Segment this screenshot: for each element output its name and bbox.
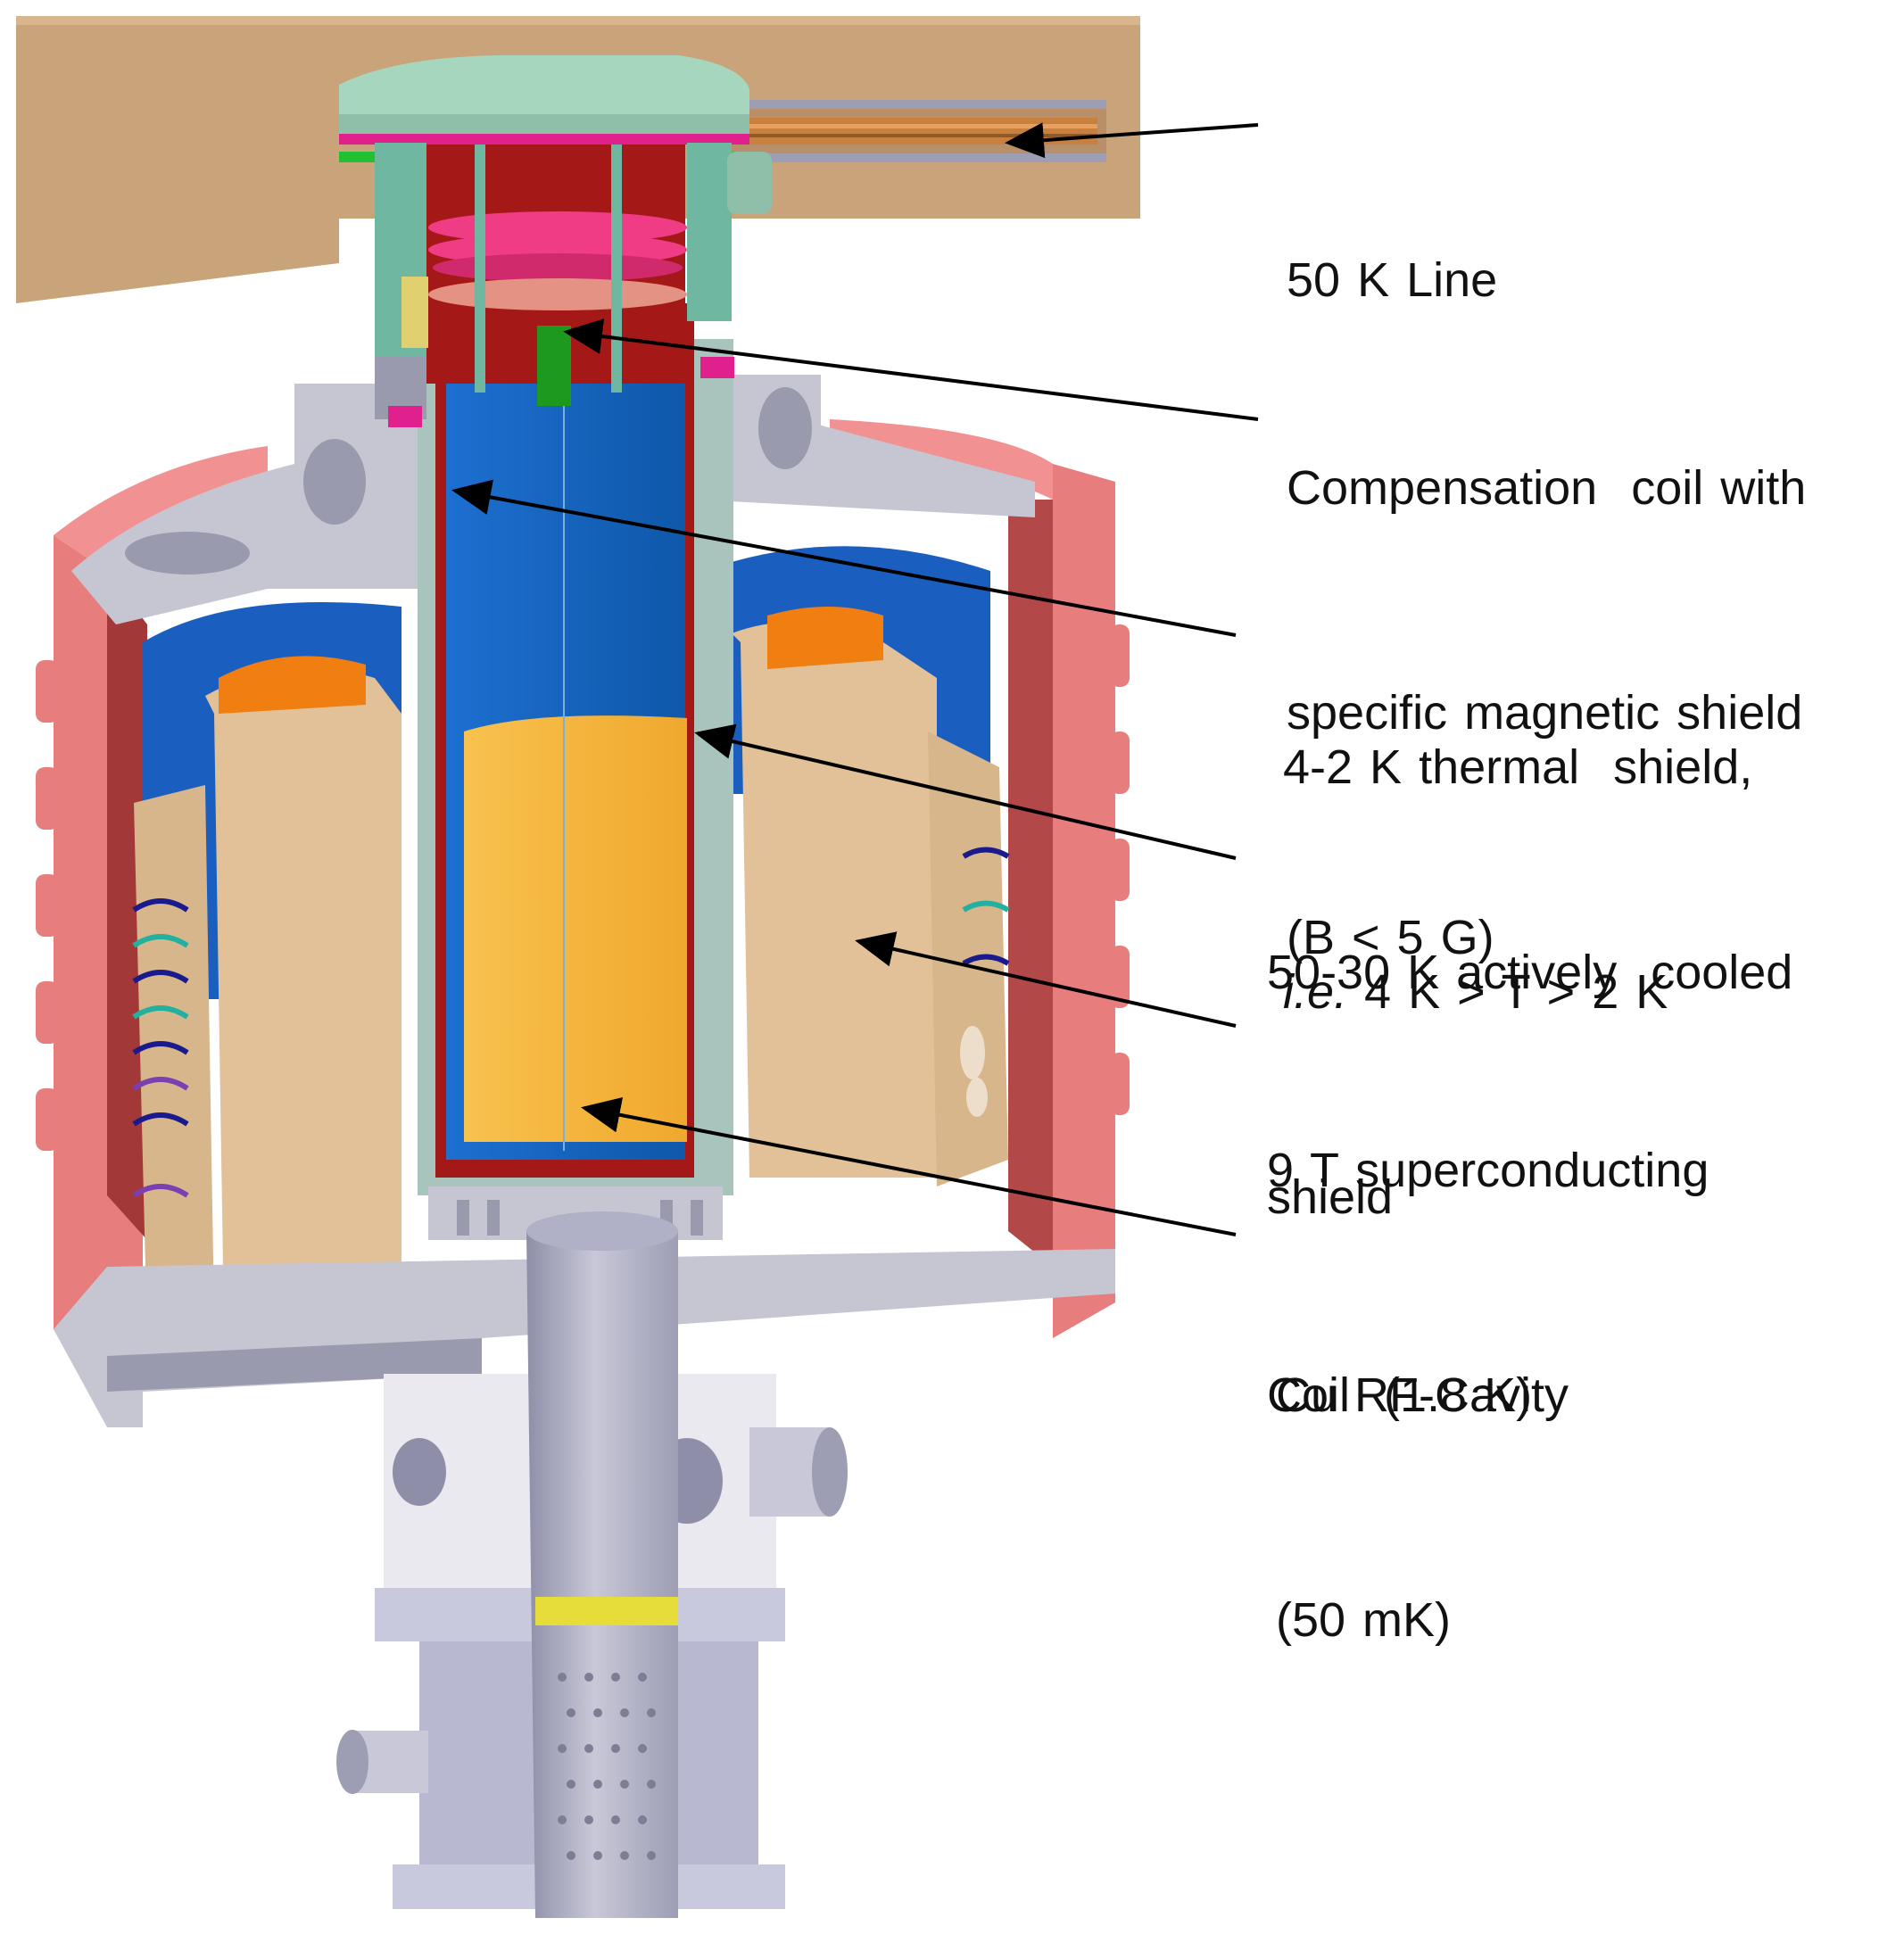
arrow-cavity xyxy=(581,1097,1237,1236)
arrow-active-shield xyxy=(694,723,1237,860)
arrow-compensation-coil xyxy=(563,318,1259,421)
label-sc-coil-line-2: Coil (1.8 K) xyxy=(1267,1368,1533,1422)
label-thermal-shield-line-1: 4-2 K thermal shield, xyxy=(1283,740,1753,794)
compensation-coil xyxy=(537,326,571,406)
label-compensation-coil-line-2: specific magnetic shield xyxy=(1287,686,1803,740)
label-active-shield: 50-30 K actively cooled shield xyxy=(1267,785,1792,1385)
arrow-sc-coil xyxy=(855,931,1237,1028)
label-cavity-line-1: Cu RF-Cavity xyxy=(1276,1368,1569,1422)
label-compensation-coil-line-3: (B < 5 G) xyxy=(1287,911,1494,964)
line-50k-pipe xyxy=(714,100,1106,162)
label-50k-line: 50 K Line xyxy=(1287,93,1497,467)
superconducting-coil-left xyxy=(132,656,401,1338)
label-cavity: Cu RF-Cavity (50 mK) xyxy=(1276,1208,1569,1807)
arrow-50k-line xyxy=(1005,122,1259,159)
label-active-shield-line-2: shield xyxy=(1267,1170,1394,1224)
rf-cavity-body xyxy=(464,715,687,1142)
callout-arrows xyxy=(451,122,1259,1236)
label-thermal-shield-range: 4 K > T > 2 K xyxy=(1347,965,1668,1019)
label-compensation-coil: Compensation coil with specific magnetic… xyxy=(1287,301,1806,1125)
central-column xyxy=(418,89,733,1195)
label-thermal-shield-ie: i.e. xyxy=(1283,965,1348,1019)
label-thermal-shield: 4-2 K thermal shield, i.e. 4 K > T > 2 K xyxy=(1283,580,1752,1179)
label-50k-line-text: 50 K Line xyxy=(1287,253,1498,307)
arrow-thermal-shield xyxy=(451,479,1237,637)
label-compensation-coil-line-1: Compensation coil with xyxy=(1287,461,1807,515)
top-flange xyxy=(339,54,772,427)
superconducting-coil-right xyxy=(732,607,1010,1186)
label-thermal-shield-line-2: i.e. 4 K > T > 2 K xyxy=(1283,955,1752,1029)
label-sc-coil-line-1: 9 T superconducting xyxy=(1267,1144,1709,1197)
label-active-shield-line-1: 50-30 K actively cooled xyxy=(1267,946,1793,999)
label-sc-coil: 9 T superconducting Coil (1.8 K) xyxy=(1267,983,1709,1583)
cold-finger-tube xyxy=(526,1211,678,1918)
label-cavity-line-2: (50 mK) xyxy=(1276,1593,1452,1647)
